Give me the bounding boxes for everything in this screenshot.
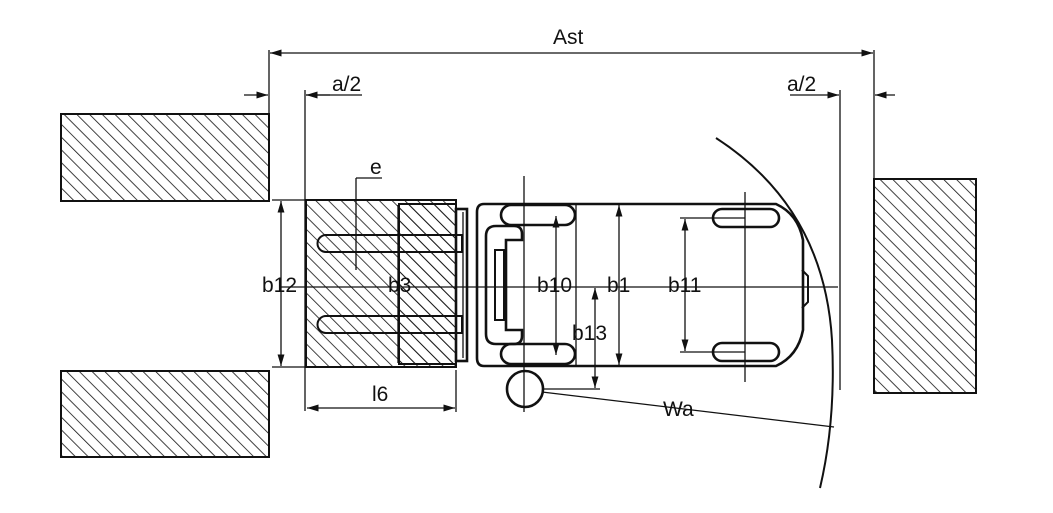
label-b11: b11 bbox=[668, 274, 701, 297]
mast-carriage bbox=[454, 207, 469, 363]
wa-radius-line bbox=[541, 391, 835, 428]
b11-dimension bbox=[680, 217, 745, 353]
rack-right bbox=[873, 178, 977, 394]
pallet-front-block bbox=[398, 203, 457, 365]
label-b3: b3 bbox=[388, 274, 411, 297]
a-half-right-dimension bbox=[790, 90, 895, 390]
rack-left-top bbox=[60, 113, 270, 202]
forks bbox=[316, 234, 463, 334]
operator-compartment bbox=[484, 224, 524, 346]
e-leader bbox=[355, 177, 382, 270]
label-l6: l6 bbox=[372, 383, 388, 406]
label-a-half-right: a/2 bbox=[787, 73, 816, 96]
turning-arc bbox=[715, 137, 834, 489]
label-ast: Ast bbox=[553, 26, 584, 49]
turning-pivot-wheel bbox=[505, 369, 545, 409]
front-wheel-bottom bbox=[499, 342, 577, 366]
ast-dimension bbox=[268, 49, 875, 179]
l6-dimension bbox=[307, 370, 457, 412]
label-wa: Wa bbox=[663, 398, 694, 421]
label-b10: b10 bbox=[537, 274, 572, 297]
rack-left-bottom bbox=[60, 370, 270, 458]
front-wheel-top bbox=[499, 203, 577, 227]
label-a-half-left: a/2 bbox=[332, 73, 361, 96]
truck-chassis bbox=[475, 202, 809, 368]
label-e: e bbox=[370, 156, 382, 179]
b12-dimension bbox=[272, 199, 306, 368]
label-b1: b1 bbox=[607, 274, 630, 297]
label-b13: b13 bbox=[572, 322, 607, 345]
label-b12: b12 bbox=[262, 274, 297, 297]
b13-dimension bbox=[542, 288, 600, 390]
